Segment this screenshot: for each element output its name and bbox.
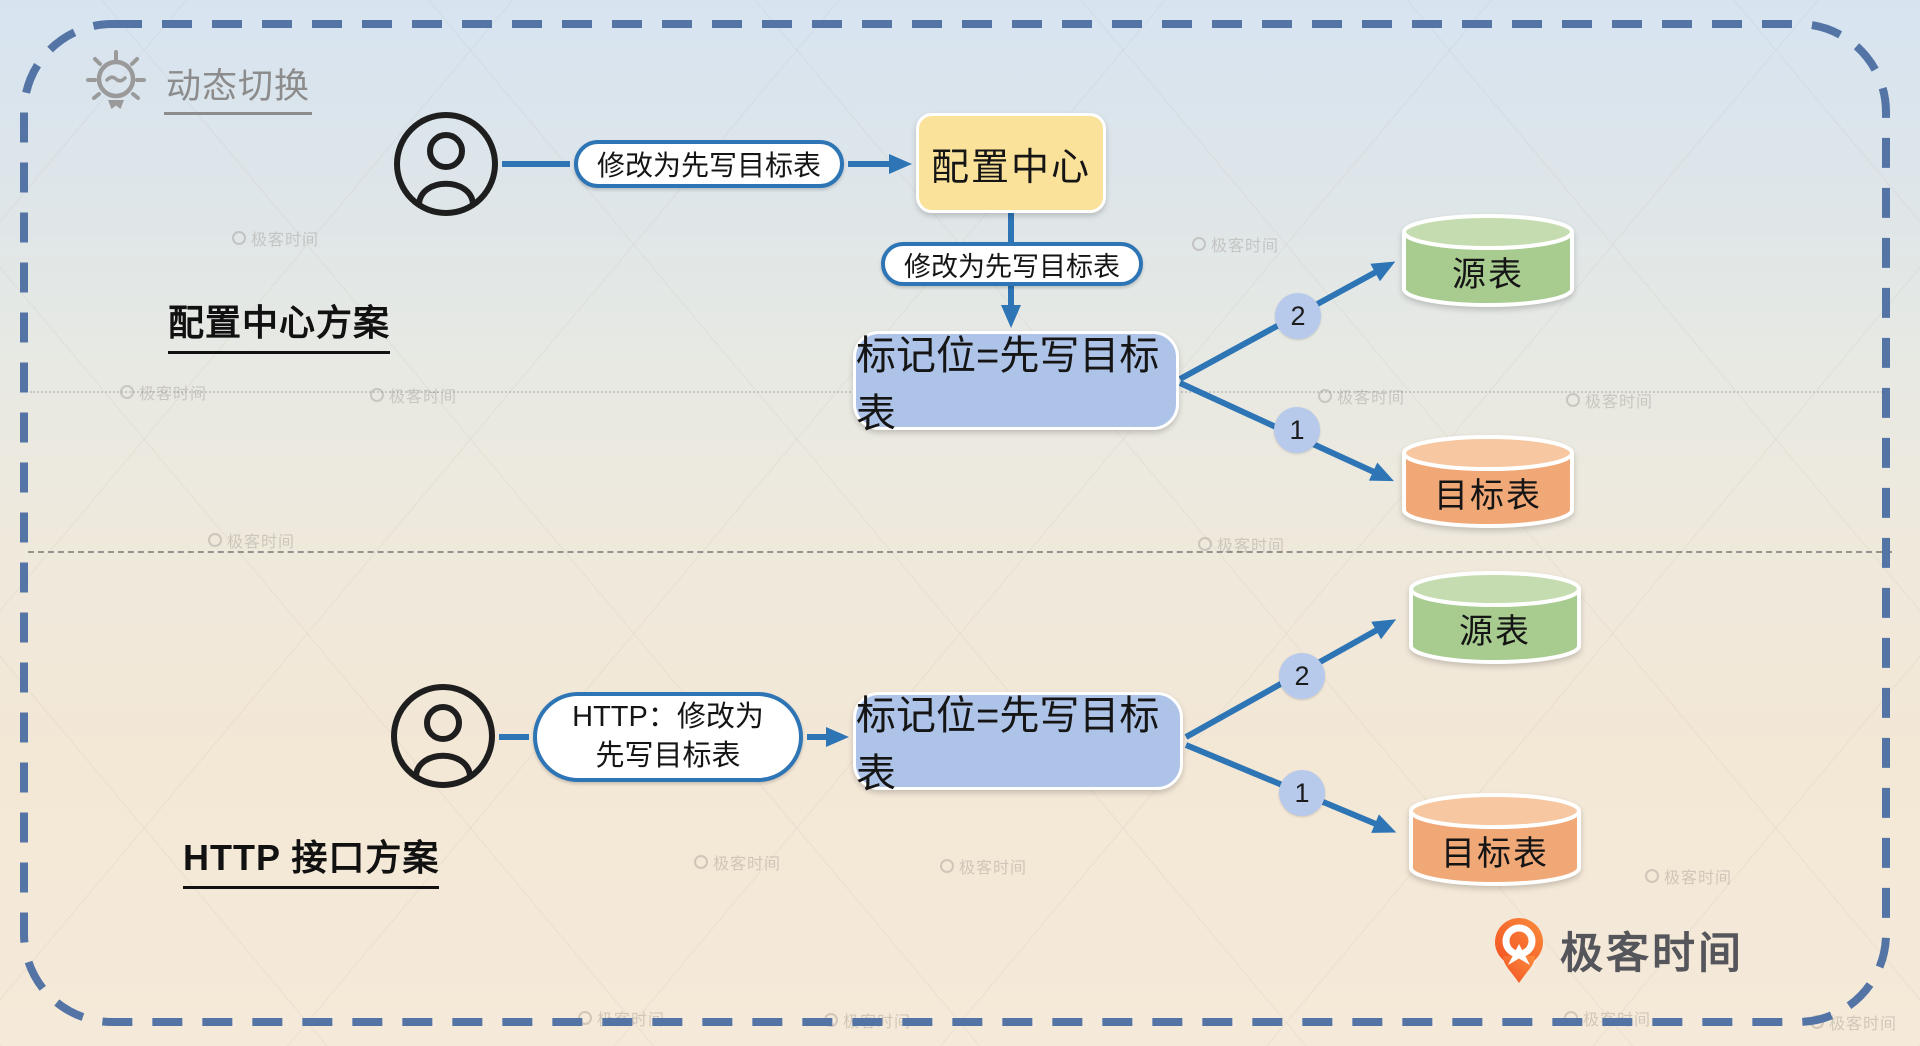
user-icon (394, 112, 498, 216)
target-table-cylinder-scheme1: 目标表 (1400, 432, 1576, 533)
source-table-cylinder-scheme2: 源表 (1407, 568, 1583, 669)
diagram-header: 动态切换 (80, 46, 313, 126)
geektime-logo: 极客时间 (1492, 916, 1744, 984)
geektime-logo-text: 极客时间 (1560, 930, 1744, 978)
order-badge-2: 2 (1275, 293, 1321, 339)
scheme2-label: HTTP 接口方案 (183, 829, 440, 889)
target-table-cylinder-scheme2: 目标表 (1407, 790, 1583, 891)
http-request-line2: 先写目标表 (595, 740, 741, 772)
order-badge-1: 1 (1274, 407, 1320, 453)
user-icon (391, 684, 495, 788)
source-table-cylinder-scheme1: 源表 (1400, 211, 1576, 312)
lightbulb-base (108, 100, 124, 109)
lightbulb-icon (86, 50, 146, 109)
flag-box-scheme2: 标记位=先写目标表 (853, 692, 1183, 796)
order-badge-1: 1 (1279, 770, 1325, 816)
order-badge-2: 2 (1279, 653, 1325, 699)
flag-box-scheme1: 标记位=先写目标表 (853, 331, 1179, 436)
geektime-logo-icon (1495, 918, 1543, 983)
user-request-pill: 修改为先写目标表 (574, 140, 844, 188)
target-table-label: 目标表 (1441, 835, 1549, 873)
source-table-label: 源表 (1459, 613, 1531, 651)
source-table-label: 源表 (1452, 256, 1524, 294)
scheme1-label: 配置中心方案 (168, 294, 391, 354)
config-center-box: 配置中心 (916, 113, 1106, 213)
page-title: 动态切换 (164, 58, 313, 115)
http-request-pill: HTTP：修改为 先写目标表 (533, 692, 803, 782)
http-request-line1: HTTP：修改为 (572, 700, 764, 733)
config-push-pill: 修改为先写目标表 (881, 242, 1143, 286)
target-table-label: 目标表 (1434, 477, 1542, 515)
